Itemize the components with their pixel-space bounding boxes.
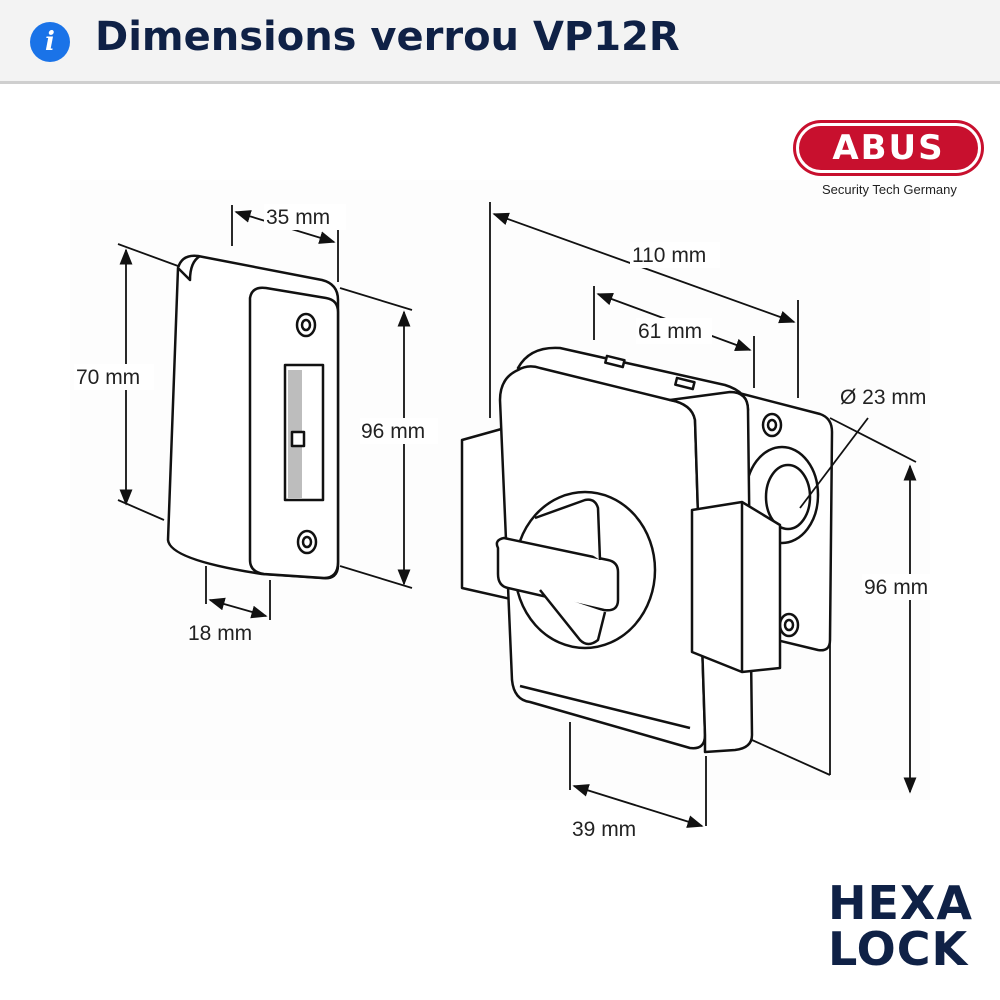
label-70mm: 70 mm bbox=[76, 366, 140, 389]
abus-logo: ABUS bbox=[796, 123, 981, 173]
striker-plate-drawing bbox=[166, 254, 340, 580]
label-110mm: 110 mm bbox=[632, 244, 706, 267]
lock-body-drawing bbox=[460, 346, 834, 754]
hexalock-line1: HEXA bbox=[828, 876, 973, 930]
abus-logo-text: ABUS bbox=[832, 128, 945, 168]
abus-tagline: Security Tech Germany bbox=[822, 182, 957, 197]
label-35mm: 35 mm bbox=[266, 206, 330, 229]
dimension-labels: 35 mm 70 mm 96 mm 18 mm 110 mm 61 mm Ø 2… bbox=[74, 204, 932, 841]
label-18mm: 18 mm bbox=[188, 622, 252, 645]
page-title: Dimensions verrou VP12R bbox=[95, 14, 680, 60]
label-96mm-striker: 96 mm bbox=[361, 420, 425, 443]
label-39mm: 39 mm bbox=[572, 818, 636, 841]
hexalock-logo: HEXA LOCK bbox=[828, 880, 973, 972]
label-23mm: Ø 23 mm bbox=[840, 386, 926, 409]
header-bar: i Dimensions verrou VP12R bbox=[0, 0, 1000, 84]
hexalock-line2: LOCK bbox=[828, 922, 969, 976]
label-61mm: 61 mm bbox=[638, 320, 702, 343]
info-icon[interactable]: i bbox=[30, 22, 70, 62]
label-96mm-lock: 96 mm bbox=[864, 576, 928, 599]
